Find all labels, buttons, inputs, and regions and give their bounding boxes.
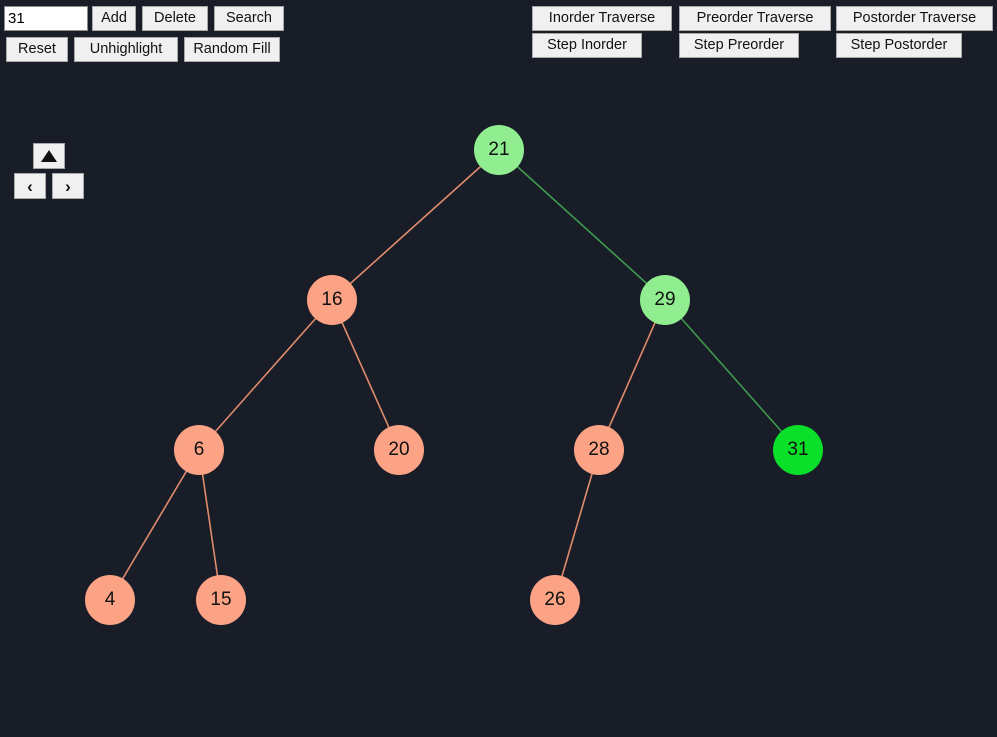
step-postorder-button[interactable]: Step Postorder bbox=[836, 33, 962, 58]
nav-right-button[interactable]: › bbox=[52, 173, 84, 199]
unhighlight-button[interactable]: Unhighlight bbox=[74, 37, 178, 62]
triangle-up-icon bbox=[41, 150, 57, 162]
tree-node-21[interactable]: 21 bbox=[474, 125, 524, 175]
postorder-traverse-button[interactable]: Postorder Traverse bbox=[836, 6, 993, 31]
reset-button[interactable]: Reset bbox=[6, 37, 68, 62]
add-button[interactable]: Add bbox=[92, 6, 136, 31]
step-inorder-button[interactable]: Step Inorder bbox=[532, 33, 642, 58]
preorder-traverse-button[interactable]: Preorder Traverse bbox=[679, 6, 831, 31]
search-button[interactable]: Search bbox=[214, 6, 284, 31]
tree-node-31[interactable]: 31 bbox=[773, 425, 823, 475]
step-preorder-button[interactable]: Step Preorder bbox=[679, 33, 799, 58]
nav-left-button[interactable]: ‹ bbox=[14, 173, 46, 199]
value-input[interactable] bbox=[4, 6, 88, 31]
tree-node-16[interactable]: 16 bbox=[307, 275, 357, 325]
nav-up-button[interactable] bbox=[33, 143, 65, 169]
tree-node-6[interactable]: 6 bbox=[174, 425, 224, 475]
tree-node-4[interactable]: 4 bbox=[85, 575, 135, 625]
chevron-left-icon: ‹ bbox=[27, 176, 33, 196]
tree-node-29[interactable]: 29 bbox=[640, 275, 690, 325]
inorder-traverse-button[interactable]: Inorder Traverse bbox=[532, 6, 672, 31]
tree-node-26[interactable]: 26 bbox=[530, 575, 580, 625]
delete-button[interactable]: Delete bbox=[142, 6, 208, 31]
nav-pad: ‹› bbox=[0, 68, 120, 199]
tree-node-15[interactable]: 15 bbox=[196, 575, 246, 625]
random-fill-button[interactable]: Random Fill bbox=[184, 37, 280, 62]
tree-node-20[interactable]: 20 bbox=[374, 425, 424, 475]
chevron-right-icon: › bbox=[65, 176, 71, 196]
tree-node-28[interactable]: 28 bbox=[574, 425, 624, 475]
